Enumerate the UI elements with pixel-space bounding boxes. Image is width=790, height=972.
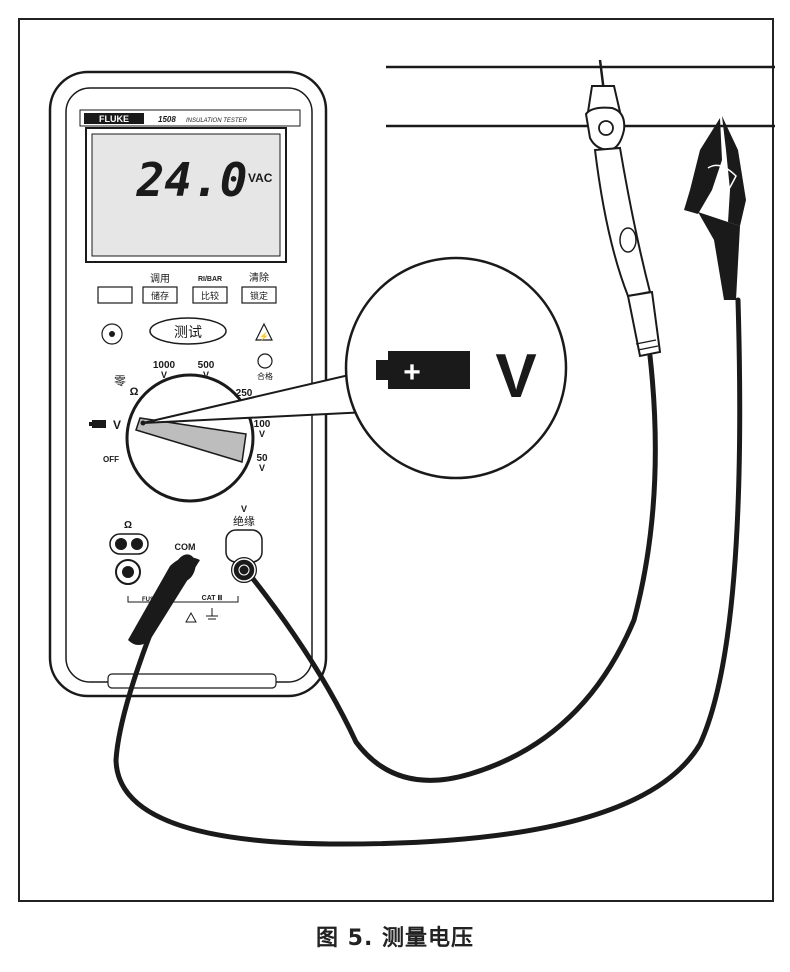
jack-warning-icon — [185, 611, 197, 623]
insulation-v-label: V — [241, 504, 247, 514]
battery-symbol-icon — [388, 351, 470, 389]
figure-caption: 图 5. 测量电压 — [316, 926, 474, 951]
compare-button-label: 比较 — [201, 290, 219, 301]
fuse-label: FUSE — [142, 597, 158, 603]
function-buttons: 调用 储存 RI/BAR 比较 清除 锁定 — [97, 271, 277, 304]
store-button-label: 储存 — [151, 290, 169, 301]
model-text: 1508 — [158, 115, 176, 124]
ohm-jack-left[interactable] — [115, 538, 127, 550]
dial-label-1000: 1000 — [153, 360, 176, 371]
multimeter: FLUKE 1508 INSULATION TESTER 24.0 VAC 调用… — [48, 70, 328, 698]
dial-off-label: OFF — [103, 455, 119, 464]
red-test-lead — [243, 353, 658, 783]
lcd-reading: 24.0 — [136, 153, 248, 207]
jack-bracket — [127, 596, 239, 603]
clear-label: 清除 — [249, 271, 269, 284]
dial-label-100: 100 — [254, 419, 271, 430]
store-button[interactable] — [142, 286, 178, 304]
compare-button[interactable] — [192, 286, 228, 304]
dial-unit-100: V — [259, 429, 265, 439]
dial-unit-50: V — [259, 463, 265, 473]
dial-ohm-label: Ω — [130, 386, 139, 398]
com-jack-label: COM — [175, 542, 196, 552]
ohm-jack-label: Ω — [124, 520, 132, 531]
dial-battery-terminal — [89, 422, 92, 426]
dial-label-500: 500 — [198, 360, 215, 371]
lock-button[interactable] — [241, 286, 277, 304]
test-button-label: 测试 — [174, 324, 202, 340]
meter-bottom-foot — [107, 673, 277, 689]
test-probe — [584, 59, 662, 358]
dial-battery-icon — [92, 420, 106, 428]
probe-handle — [593, 146, 652, 298]
clip-jaw-right — [722, 116, 746, 226]
callout-volt-label: V — [495, 342, 536, 411]
clip-jaw-left — [684, 118, 722, 214]
battery-terminal-icon — [376, 360, 388, 380]
probe-ferrule — [626, 290, 662, 358]
probe-guard-hole — [598, 120, 614, 136]
pass-label: 合格 — [257, 371, 273, 381]
lock-button-label: 锁定 — [250, 290, 268, 301]
ri-bar-label: RI/BAR — [198, 276, 222, 283]
clip-boot — [698, 212, 740, 300]
hazard-bolt-icon: ⚡ — [259, 331, 269, 341]
dial-label-50: 50 — [256, 453, 268, 464]
ground-icon — [206, 608, 218, 620]
lcd-unit: VAC — [248, 171, 273, 185]
model-subtitle: INSULATION TESTER — [186, 118, 248, 124]
ohm-jack-right[interactable] — [131, 538, 143, 550]
clip-highlight — [707, 164, 737, 213]
dial-unit-1000: V — [161, 370, 167, 380]
probe-ferrule-rings — [635, 339, 659, 351]
dial-zero-label: 零 — [114, 374, 126, 388]
dial-unit-500: V — [203, 370, 209, 380]
black-test-lead — [113, 297, 743, 847]
cat-rating-label: CAT Ⅲ — [202, 594, 223, 602]
blank-button[interactable] — [97, 286, 133, 304]
test-button[interactable] — [149, 317, 227, 345]
probe-grip-mark — [619, 227, 637, 253]
pass-indicator-icon — [257, 353, 273, 369]
alligator-clip — [684, 116, 746, 300]
lcd-display — [91, 133, 281, 257]
hazard-warning-icon — [255, 322, 273, 341]
brand-text: FLUKE — [99, 114, 129, 124]
recall-label: 调用 — [150, 273, 170, 285]
insulation-plug-center — [238, 564, 250, 576]
insulation-jack-label: 绝缘 — [233, 514, 255, 528]
fluke-logo — [84, 113, 144, 124]
battery-plus-sign: + — [403, 356, 421, 389]
com-plug-head — [174, 554, 196, 582]
dial-pointer — [135, 417, 247, 463]
ohm-jack-bottom[interactable] — [122, 566, 134, 578]
backlight-icon — [109, 331, 115, 337]
dial-label-250: 250 — [236, 388, 253, 399]
dial-battery-v-label: V — [113, 418, 121, 432]
